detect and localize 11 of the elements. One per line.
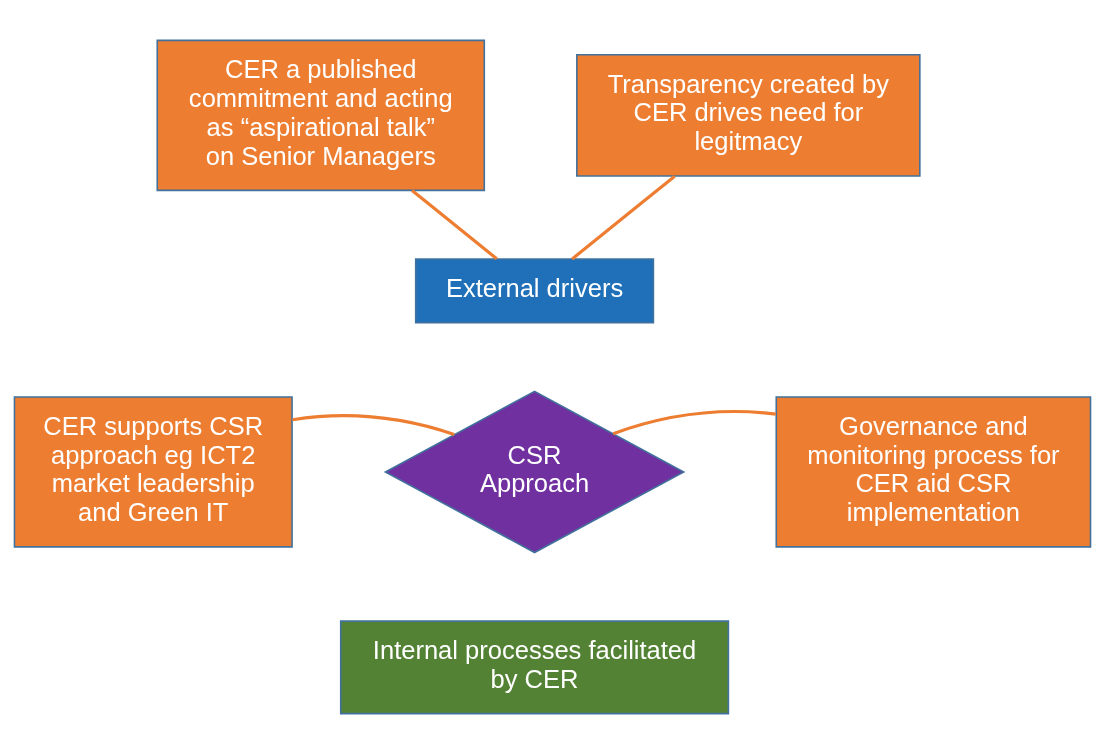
- node-box: CER a published commitment and acting as “aspirational talk” on Senior Managers: [156, 39, 486, 191]
- connector: [612, 409, 776, 435]
- node-box: Transparency created by CER drives need for legitmacy: [576, 53, 921, 177]
- node-box: Internal processes facilitated by CER: [339, 619, 730, 714]
- connector: [411, 188, 498, 260]
- node-diamond: CSR Approach: [383, 389, 686, 553]
- connector: [292, 413, 455, 436]
- connector: [571, 174, 676, 260]
- node-box: External drivers: [414, 257, 655, 324]
- node-box: Governance and monitoring process for CER aid CSR implementation: [775, 395, 1092, 548]
- node-box: CER supports CSR approach eg ICT2 market leadership and Green IT: [13, 395, 293, 548]
